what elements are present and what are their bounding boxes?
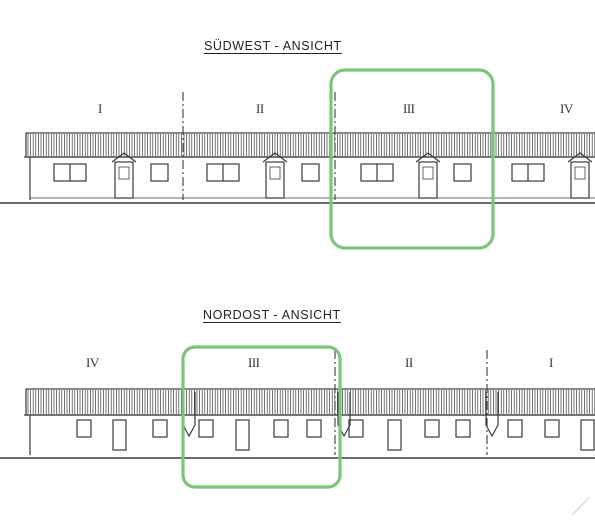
- entrance-door: [265, 161, 285, 199]
- door-glazing: [422, 166, 434, 180]
- southwest-elevation-title: SÜDWEST - ANSICHT: [204, 39, 342, 53]
- roof-hatching: [27, 134, 595, 156]
- highlight-frame-southwest-unit: [329, 68, 495, 250]
- northeast-elevation-title: NORDOST - ANSICHT: [203, 308, 341, 322]
- entrance-door: [418, 161, 438, 199]
- window: [544, 419, 560, 438]
- door: [235, 419, 250, 451]
- window: [348, 419, 364, 438]
- door: [112, 419, 127, 451]
- entrance-canopy: [111, 152, 137, 163]
- party-wall-buttress: [485, 392, 499, 438]
- window: [453, 163, 472, 182]
- entrance-canopy: [567, 152, 593, 163]
- window: [455, 419, 471, 438]
- northeast-unit-label-3: II: [405, 355, 413, 370]
- southwest-unit-label-2: II: [256, 101, 264, 116]
- party-wall-buttress: [337, 392, 351, 438]
- window: [306, 419, 322, 438]
- southwest-unit-label-4: IV: [560, 101, 573, 116]
- window: [150, 163, 169, 182]
- roof-hatching: [27, 390, 595, 414]
- window: [273, 419, 289, 438]
- unit-divider-lines: [182, 92, 488, 455]
- door: [387, 419, 402, 451]
- highlight-frames: [181, 68, 495, 489]
- door-glazing: [269, 166, 281, 180]
- entrance-door: [114, 161, 134, 199]
- entrance-canopy: [262, 152, 288, 163]
- window: [424, 419, 440, 438]
- window: [301, 163, 320, 182]
- northeast-unit-label-1: IV: [86, 355, 99, 370]
- northeast-building-elevation: [0, 388, 595, 459]
- northeast-unit-label-2: III: [248, 355, 260, 370]
- door: [580, 419, 595, 451]
- southwest-building-elevation: [0, 132, 595, 204]
- door-glazing: [574, 166, 586, 180]
- southwest-unit-label-1: I: [98, 101, 102, 116]
- entrance-canopy: [415, 152, 441, 163]
- window: [198, 419, 214, 438]
- window: [152, 419, 168, 438]
- scan-mark: [571, 496, 591, 516]
- window: [507, 419, 523, 438]
- highlight-frame-northeast-unit: [181, 345, 342, 489]
- northeast-unit-label-4: I: [549, 355, 553, 370]
- entrance-door: [570, 161, 590, 199]
- window: [76, 419, 92, 438]
- southwest-unit-label-3: III: [403, 101, 415, 116]
- door-glazing: [118, 166, 130, 180]
